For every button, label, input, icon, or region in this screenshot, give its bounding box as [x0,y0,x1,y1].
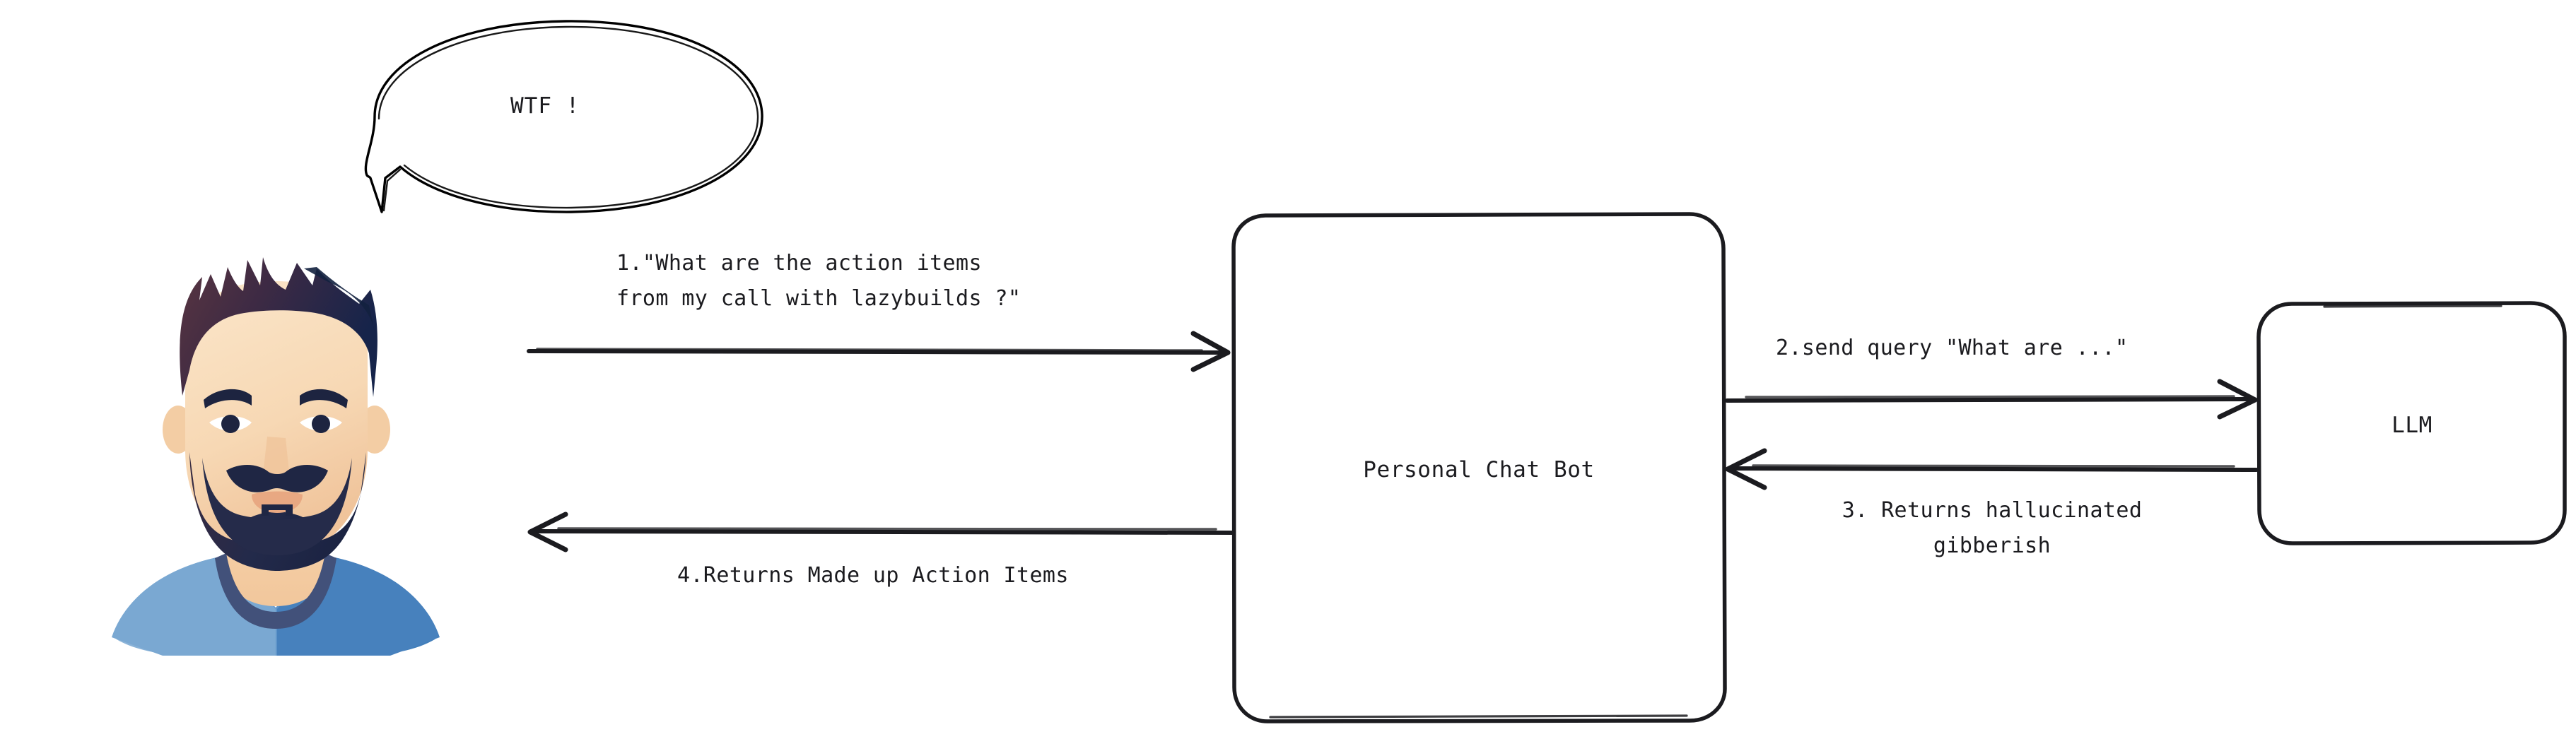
edge-4-line [529,529,1236,535]
llm-node[interactable]: LLM [2256,301,2567,545]
edge-1-user-to-chatbot: 1."What are the action items from my cal… [527,251,1231,372]
chatbot-node-label: Personal Chat Bot [1363,457,1594,483]
speech-bubble-ellipse [364,20,763,213]
edge-2-line [1725,397,2256,403]
edge-4-line-sketch [557,527,1217,531]
edge-1-label-line-1: 1."What are the action items [616,251,982,276]
edge-2-line-sketch [1745,395,2235,398]
edge-3-llm-to-chatbot: 3. Returns hallucinated gibberish [1725,448,2259,558]
avatar-pupil-left [221,415,240,433]
chatbot-box-outline-sketch [1269,714,1688,719]
edge-1-label-line-2: from my call with lazybuilds ?" [616,286,1021,311]
llm-node-label: LLM [2391,413,2432,438]
edge-3-label-line-2: gibberish [1933,533,2051,558]
avatar-collar [215,553,336,629]
llm-box-outline [2256,301,2567,545]
edge-2-chatbot-to-llm: 2.send query "What are ..." [1725,336,2258,420]
llm-box-outline-sketch [2323,305,2502,308]
speech-bubble-text: WTF ! [510,93,580,119]
edge-2-label-line-1: 2.send query "What are ..." [1776,336,2128,360]
avatar-moustache [226,464,328,492]
edge-1-line-sketch [536,348,1203,352]
avatar-eyebrow-right [300,389,348,408]
edge-1-line [527,349,1229,355]
user-avatar-illustration [112,257,440,656]
speech-bubble-tail-inner [382,168,402,212]
edge-4-arrowhead [527,512,568,552]
edge-3-line [1727,466,2259,472]
edge-4-chatbot-to-user: 4.Returns Made up Action Items [527,512,1236,588]
avatar-mouth-shadow [262,504,293,516]
avatar-face [185,281,368,557]
edge-4-label-line-1: 4.Returns Made up Action Items [677,563,1069,588]
avatar-beard-lower [202,458,352,555]
speech-bubble: WTF ! [364,20,763,213]
avatar-hair [180,257,377,397]
chatbot-node[interactable]: Personal Chat Bot [1231,212,1727,723]
edge-3-arrowhead [1725,448,1767,490]
avatar-pupil-right [312,415,330,433]
avatar-beard [189,452,366,571]
avatar-eyebrow-left [204,389,252,408]
chatbot-box-outline [1231,212,1727,723]
speech-bubble-ellipse-inner [377,25,759,209]
edge-3-label-line-1: 3. Returns hallucinated [1842,498,2143,523]
edge-2-arrowhead [2217,379,2258,420]
edge-1-arrowhead [1190,331,1231,372]
